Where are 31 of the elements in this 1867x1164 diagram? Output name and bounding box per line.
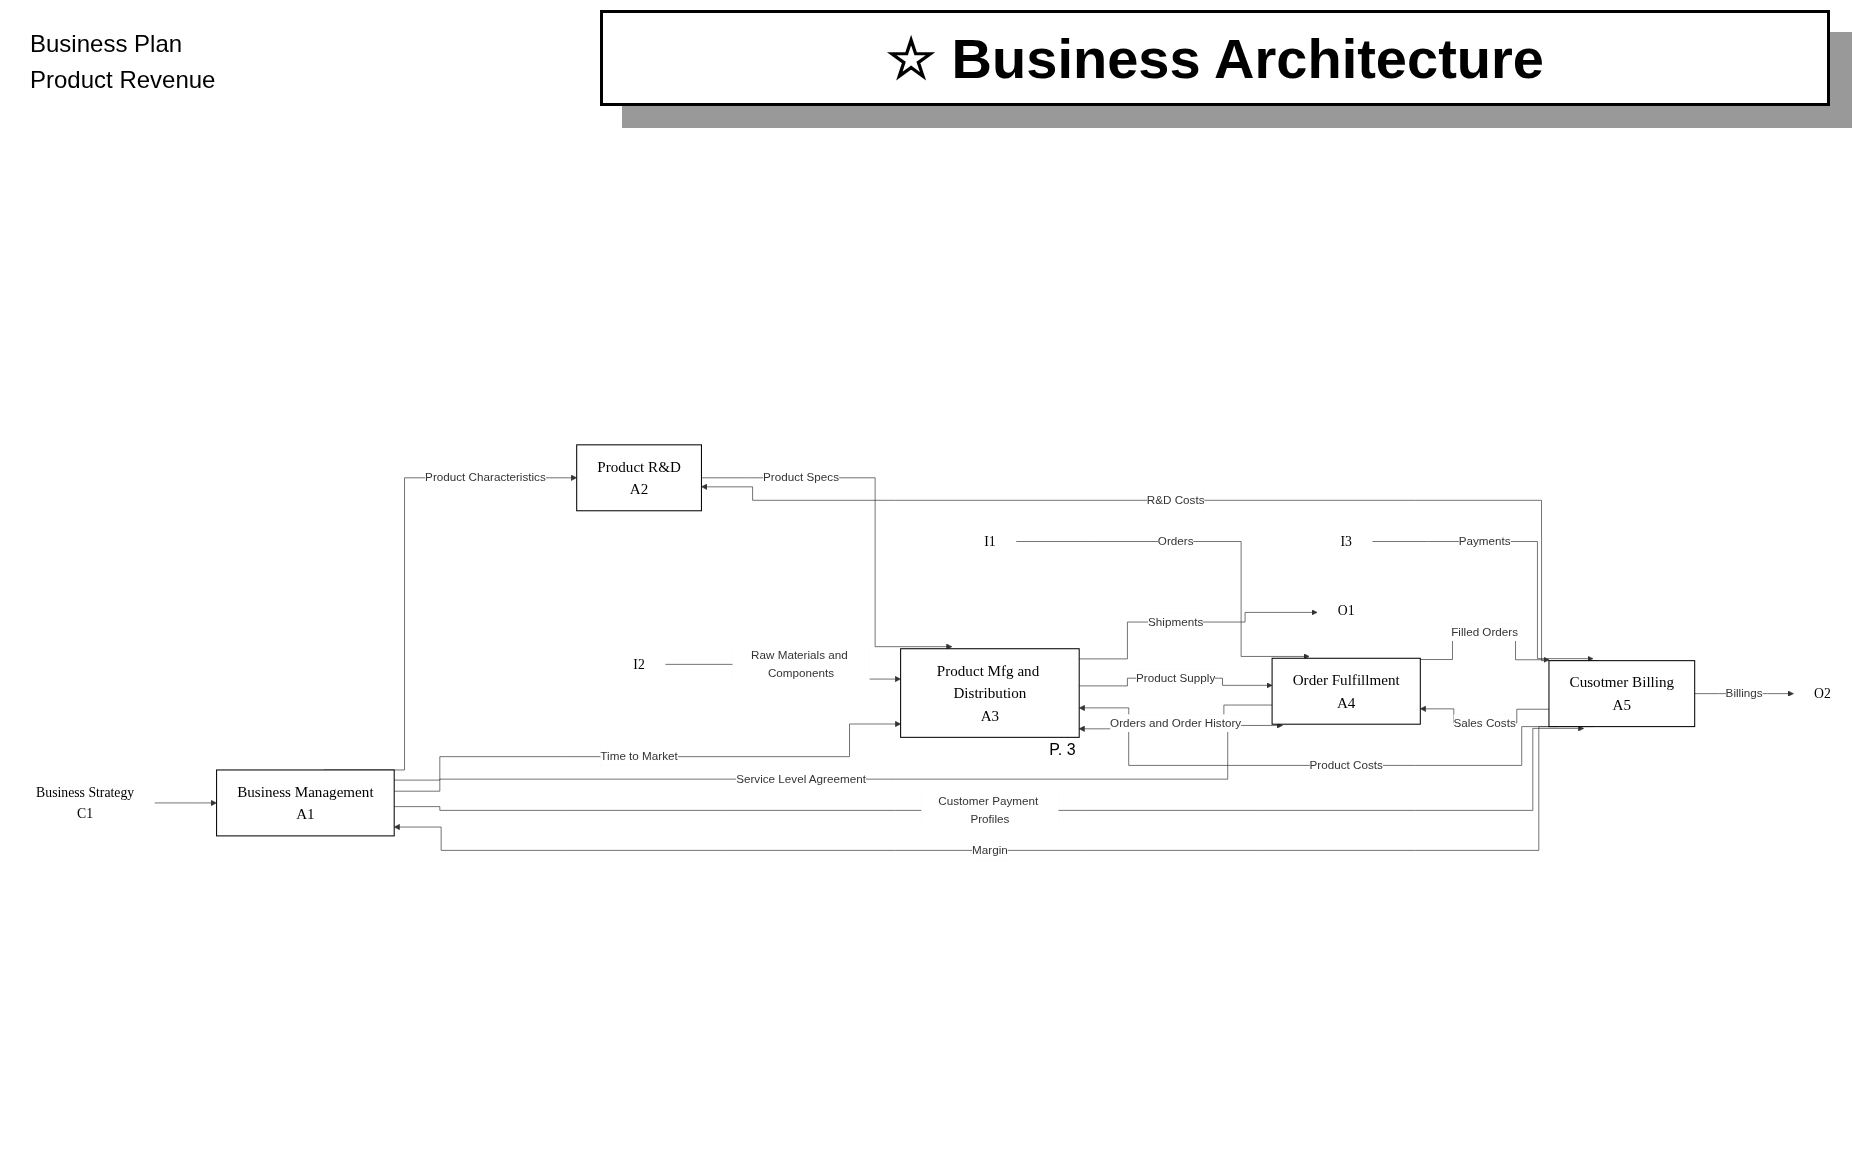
node-box: Cusotmer Billing A5 [1548, 660, 1696, 728]
edge-label: Margin [972, 843, 1008, 857]
edge-label: Product Characteristics [425, 471, 546, 485]
edge-label: R&D Costs [1146, 493, 1205, 507]
node-text: I1 [984, 533, 996, 550]
edge-label: Payments [1458, 534, 1511, 548]
edge-label: Billings [1725, 686, 1763, 700]
node-box: Order Fulfillment A4 [1271, 657, 1421, 725]
edge-label: Service Level Agreement [736, 772, 866, 786]
edge-label: Orders and Order History [1110, 716, 1242, 730]
node-text: O1 [1337, 602, 1355, 618]
note-text: Product Revenue [30, 66, 216, 94]
node-box: Product R&D A2 [576, 444, 702, 512]
edge-label: Raw Materials and Components [751, 648, 848, 680]
edge-label: Product Supply [1136, 671, 1216, 685]
edge-label: Filled Orders [1451, 625, 1519, 639]
note-text: Business Plan [30, 30, 184, 58]
edge-label: Shipments [1148, 615, 1204, 629]
edge-label: Product Specs [763, 471, 839, 485]
node-text: O2 [1814, 686, 1831, 702]
node-box: Business Management A1 [216, 769, 395, 837]
edge-label: Product Costs [1309, 758, 1383, 772]
node-text: I2 [633, 656, 645, 672]
edge-label: Sales Costs [1453, 716, 1516, 730]
page-reference: P. 3 [1049, 741, 1076, 760]
edge-label: Customer Payment Profiles [938, 794, 1039, 826]
node-box: Product Mfg and Distribution A3 [900, 648, 1080, 738]
edge-label: Time to Market [600, 749, 678, 764]
edge-label: Orders [1157, 534, 1194, 548]
node-text: Business Strategy C1 [36, 785, 135, 821]
node-text: I3 [1340, 533, 1352, 550]
